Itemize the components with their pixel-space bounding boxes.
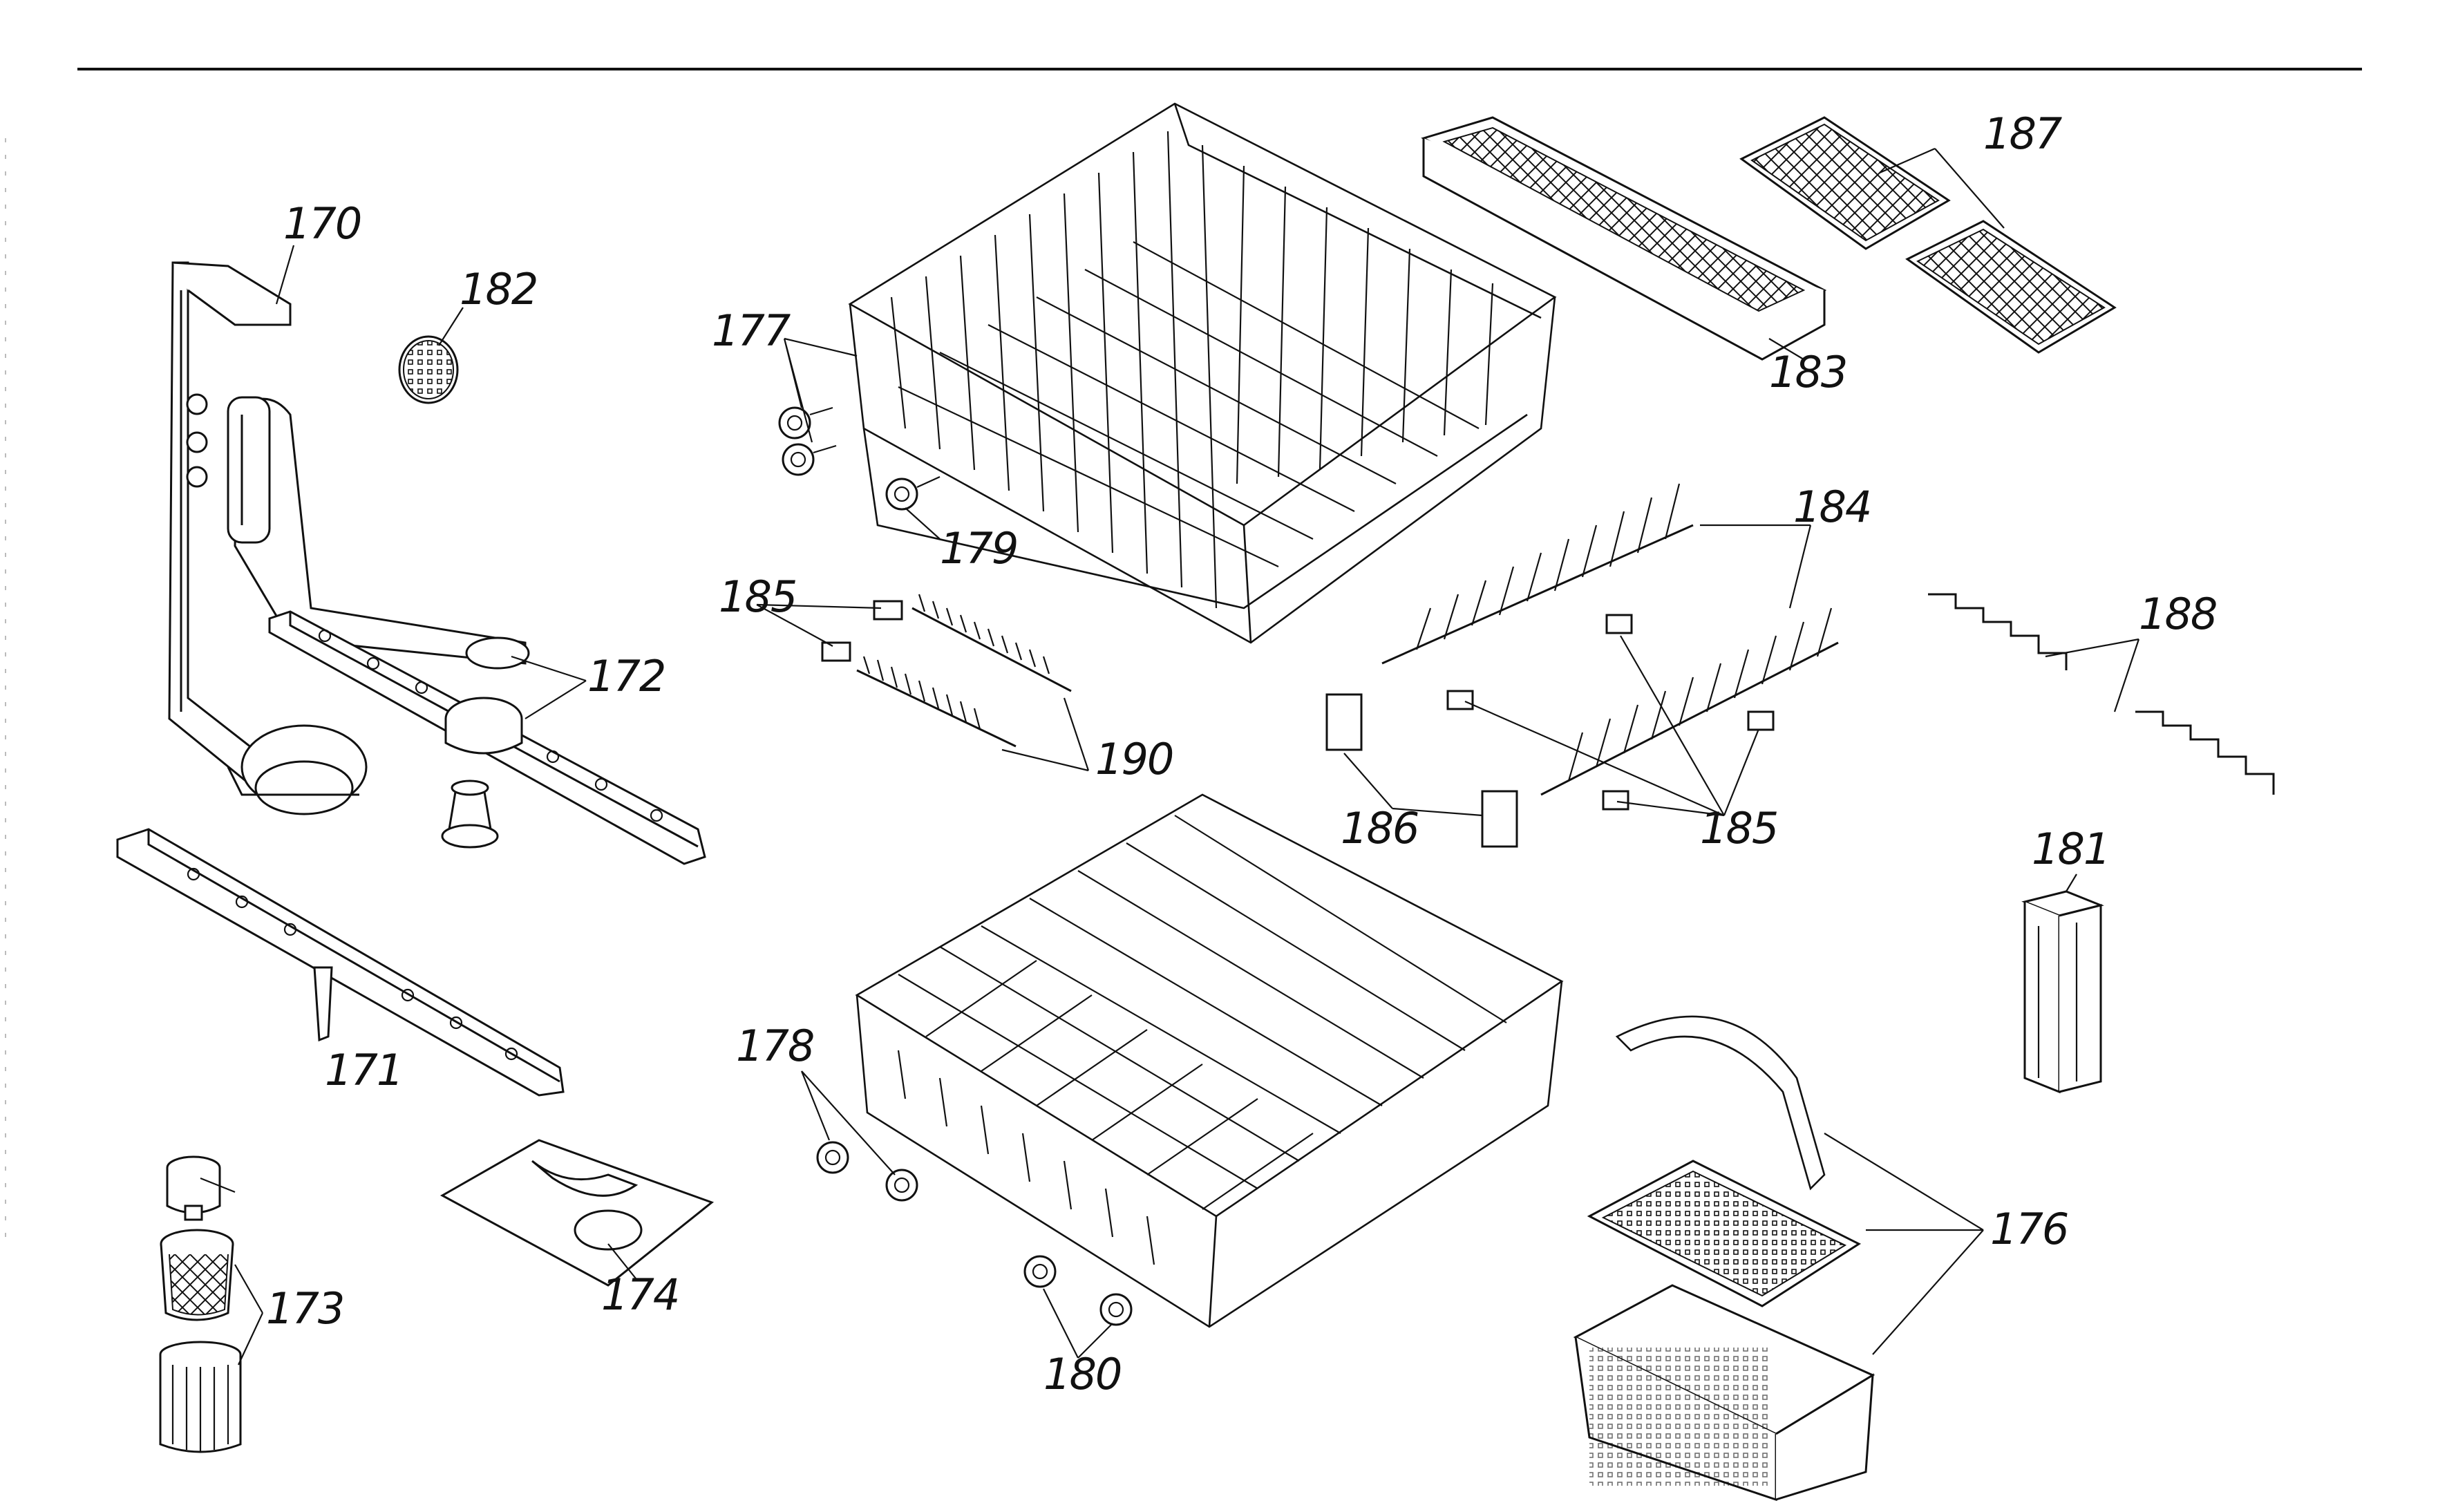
callout-177: 177 [712, 305, 791, 356]
callout-187: 187 [1983, 108, 2062, 159]
callout-172: 172 [587, 651, 665, 701]
callout-173: 173 [266, 1283, 343, 1334]
part-180-rollers [1023, 1255, 1133, 1326]
callout-174: 174 [601, 1269, 679, 1320]
part-181-cutlery-holder [2021, 890, 2104, 1094]
callout-188: 188 [2139, 589, 2216, 639]
part-spray-arm-nozzle [441, 779, 499, 849]
part-188-strips [1928, 593, 2275, 795]
callout-183: 183 [1769, 347, 1846, 397]
leader-lines [200, 147, 2140, 1365]
callout-186: 186 [1341, 803, 1418, 853]
callout-179: 179 [940, 523, 1017, 574]
callout-labels: 170 171 172 173 174 176 177 178 179 180 … [266, 108, 2218, 1399]
part-190-tine-rows [856, 594, 1072, 748]
callout-185-left: 185 [719, 571, 796, 622]
part-182-filter-disc [398, 335, 459, 404]
callout-190: 190 [1095, 734, 1173, 784]
part-179-roller [885, 475, 941, 511]
part-upper-rack [848, 102, 1557, 644]
part-172-upper-spray-arm [268, 610, 706, 865]
part-lower-hub [227, 724, 368, 815]
part-176-cutlery-basket [1573, 1015, 1875, 1502]
callout-184: 184 [1793, 482, 1871, 532]
callout-182: 182 [460, 264, 537, 314]
part-178-rollers [816, 1141, 918, 1202]
part-187-tine-grids [1739, 116, 2117, 354]
callout-176: 176 [1990, 1204, 2068, 1254]
part-183-cutlery-tray [1421, 116, 1827, 361]
part-185-clips-right [1446, 614, 1775, 811]
part-lower-rack [855, 793, 1564, 1328]
part-feed-elbow [227, 396, 530, 670]
part-184-tine-rows [1381, 483, 1839, 796]
callout-180: 180 [1043, 1349, 1121, 1399]
callout-171: 171 [325, 1045, 402, 1095]
part-177-rollers [778, 406, 837, 476]
part-174-cover-plate [440, 1139, 715, 1287]
callout-181: 181 [2032, 824, 2109, 874]
part-186-brackets [1325, 693, 1518, 848]
part-185-clips-left [821, 600, 903, 662]
part-171-lower-spray-arm [116, 828, 565, 1097]
part-173-filter-set [159, 1155, 242, 1453]
callout-178: 178 [736, 1021, 813, 1071]
callout-170: 170 [283, 198, 361, 249]
callout-185-right: 185 [1700, 803, 1777, 853]
